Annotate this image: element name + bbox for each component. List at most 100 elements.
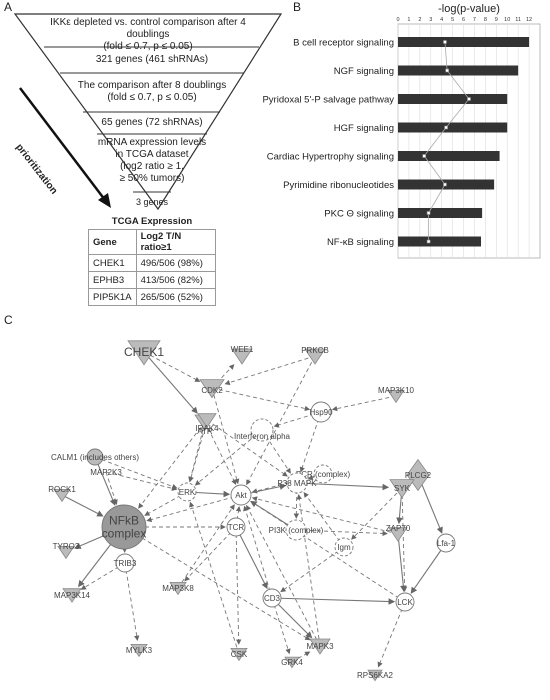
node-label: CDK2 <box>201 386 223 395</box>
table-row: EPHB3 413/506 (82%) <box>88 271 217 289</box>
node-label: CALM1 (includes others) <box>51 453 139 462</box>
table-cell: 413/506 (82%) <box>135 271 217 289</box>
node-label: LCK <box>397 598 413 607</box>
prioritization-arrow-head <box>98 193 111 208</box>
node-label: PRKCB <box>301 346 329 355</box>
bar <box>398 236 482 247</box>
network-edge <box>271 597 291 655</box>
node-label: ATR <box>197 427 213 436</box>
node-shape <box>62 588 82 603</box>
network-nodes: WEE1CHEK1CDK2PRKCBMAP3K10ATRIRAK4Interfe… <box>48 340 456 682</box>
ratio-line <box>423 41 470 242</box>
node-plcg2: PLCG2 <box>405 458 432 492</box>
table-cell: EPHB3 <box>88 271 137 289</box>
node-shape <box>367 669 383 682</box>
node-shape <box>230 647 248 662</box>
node-label: MAP3K8 <box>162 584 194 593</box>
bar <box>398 122 508 133</box>
tick-label: 6 <box>462 17 465 23</box>
ratio-point <box>443 182 447 187</box>
node-label: Hsp90 <box>309 408 333 417</box>
node-label: Igm <box>337 543 351 552</box>
node-trib3: TRIB3 <box>114 553 137 573</box>
category-label: HGF signaling <box>334 123 394 134</box>
network-edge <box>143 351 201 382</box>
node-label: TYRO3 <box>53 542 80 551</box>
node-label: SYK <box>394 484 411 493</box>
table-header-gene: Gene <box>88 229 137 255</box>
ratio-point <box>426 211 431 215</box>
node-label: MAP3K14 <box>54 591 91 600</box>
node-label: PLCG2 <box>405 471 432 480</box>
funnel-step-6: 3 genes <box>135 197 169 207</box>
node-shape <box>231 348 253 365</box>
network-edge <box>331 395 397 412</box>
plot-area <box>397 23 541 259</box>
node-p38-mapk: P38 MAPK <box>277 472 317 494</box>
node-irak4: IRAK4 <box>195 413 219 433</box>
category-label: Pyridoxal 5'-P salvage pathway <box>262 95 394 106</box>
network-edge <box>204 421 237 486</box>
network-edge <box>271 597 396 605</box>
network-edge <box>299 411 322 473</box>
node-shape <box>262 588 282 608</box>
funnel-step-2: 321 genes (461 shRNAs) <box>95 54 209 65</box>
node-mapk3: MAPK3 <box>306 638 334 655</box>
node-label: PI3K (complex) <box>269 526 324 535</box>
network-edge <box>124 562 140 642</box>
node-shape <box>177 482 197 502</box>
network-edge <box>105 471 178 491</box>
node-shape <box>230 484 252 506</box>
node-shape <box>199 379 225 399</box>
network-edge <box>303 491 345 548</box>
node-label: MAP3K10 <box>378 386 415 395</box>
node-shape <box>310 401 332 423</box>
node-label: MYLK3 <box>126 646 153 655</box>
table-row: CHEK1 496/506 (98%) <box>88 254 217 272</box>
node-label: P38 MAPK <box>277 479 317 488</box>
network-edge <box>295 529 388 537</box>
node-map3k14: MAP3K14 <box>54 588 91 603</box>
tick-label: 1 <box>407 17 410 23</box>
node-shape <box>284 656 300 669</box>
node-shape <box>127 340 161 366</box>
node-shape <box>130 643 148 658</box>
tick-label: 3 <box>429 17 432 23</box>
network-edge <box>194 429 263 486</box>
node-lck: LCK <box>395 592 415 612</box>
node-label: MAP2K3 <box>90 468 122 477</box>
node-cd3: CD3 <box>262 588 282 608</box>
node-shape <box>250 418 274 442</box>
node-grk4: GRK4 <box>281 656 303 669</box>
node-shape <box>309 638 331 655</box>
node-map3k8: MAP3K8 <box>162 581 194 596</box>
node-tyro3: TYRO3 <box>53 542 80 560</box>
node-mylk3: MYLK3 <box>126 643 153 658</box>
node-map2k3: MAP2K3 <box>90 468 122 477</box>
network-edge <box>94 456 116 506</box>
ratio-point <box>444 125 448 130</box>
network-edge <box>105 471 118 506</box>
network-edge <box>235 526 242 645</box>
network-edge <box>401 487 408 592</box>
table-cell: CHEK1 <box>88 254 137 272</box>
network-edge <box>177 504 235 589</box>
node-csk: CSK <box>230 647 248 662</box>
tick-label: 5 <box>451 17 454 23</box>
node-shape <box>57 545 75 560</box>
node-erk: ERK <box>177 482 197 502</box>
network-edge <box>143 351 198 414</box>
tick-label: 9 <box>495 17 498 23</box>
node-label: CD3 <box>264 594 281 603</box>
table-cell: PIP5K1A <box>88 288 137 306</box>
network-edge <box>188 419 208 483</box>
tcga-expression-table: TCGA Expression Gene Log2 T/N ratio≥1 CH… <box>88 213 217 306</box>
network-edge <box>206 419 288 477</box>
tick-label: 7 <box>473 17 476 23</box>
node-shape <box>53 488 71 503</box>
node-label: GRK4 <box>281 658 303 667</box>
ratio-point <box>467 97 471 101</box>
node-label: Akt <box>235 491 247 500</box>
node-wee1: WEE1 <box>231 345 254 365</box>
